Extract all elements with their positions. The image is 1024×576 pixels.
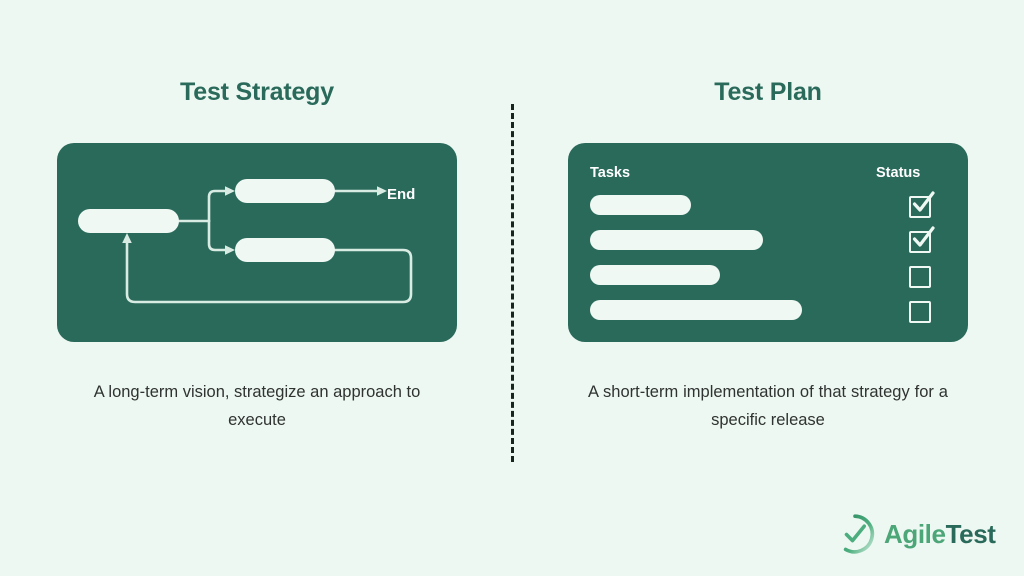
status-checkbox-checked[interactable] <box>909 191 935 218</box>
flow-node-branch-a <box>235 179 335 203</box>
status-checkbox-unchecked[interactable] <box>909 266 931 288</box>
column-header-status: Status <box>876 165 921 181</box>
task-row <box>590 226 946 253</box>
status-checkbox-checked[interactable] <box>909 226 935 253</box>
test-strategy-panel: End <box>57 143 457 342</box>
check-icon <box>912 226 935 247</box>
logo-wordmark: AgileTest <box>884 519 996 550</box>
flowchart-connectors <box>122 186 413 304</box>
caption-test-strategy: A long-term vision, strategize an approa… <box>93 383 421 429</box>
check-icon <box>912 191 935 212</box>
flowchart-diagram: End <box>57 143 457 342</box>
task-placeholder-bar <box>590 195 691 215</box>
test-plan-panel: Tasks Status <box>568 143 968 342</box>
task-row <box>590 300 946 323</box>
task-placeholder-bar <box>590 230 763 250</box>
page-title-test-plan: Test Plan <box>714 78 822 106</box>
check-circle-icon <box>843 514 875 554</box>
caption-test-plan: A short-term implementation of that stra… <box>588 383 948 429</box>
vertical-dashed-divider <box>511 104 514 462</box>
flow-node-start <box>78 209 179 233</box>
page-title-test-strategy: Test Strategy <box>180 78 334 106</box>
flow-node-branch-b <box>235 238 335 262</box>
logo-word-agile: Agile <box>884 518 946 549</box>
task-row <box>590 191 946 218</box>
task-placeholder-bar <box>590 265 720 285</box>
task-placeholder-bar <box>590 300 802 320</box>
logo-word-test: Test <box>945 518 996 549</box>
task-row <box>590 265 946 288</box>
column-header-tasks: Tasks <box>590 165 631 181</box>
agiletest-logo: AgileTest <box>833 511 996 557</box>
status-checkbox-unchecked[interactable] <box>909 301 931 323</box>
flow-end-label: End <box>387 186 416 203</box>
